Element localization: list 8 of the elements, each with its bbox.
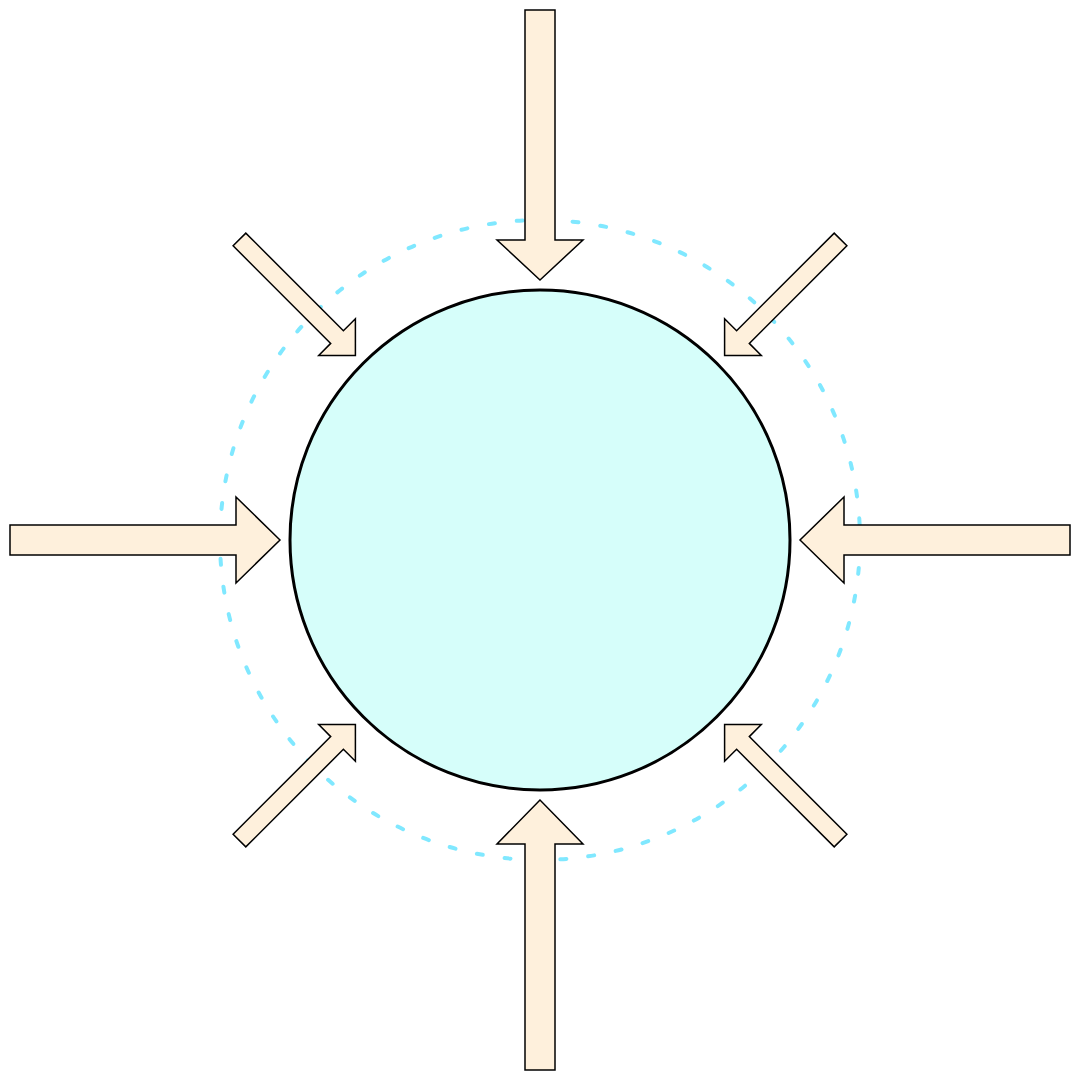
block-arrow <box>798 495 1071 585</box>
block-arrow <box>232 723 357 848</box>
block-arrow <box>495 798 585 1071</box>
block-arrow <box>9 495 282 585</box>
block-arrow <box>495 9 585 282</box>
block-arrow <box>723 232 848 357</box>
block-arrow <box>232 232 357 357</box>
block-arrow <box>723 723 848 848</box>
